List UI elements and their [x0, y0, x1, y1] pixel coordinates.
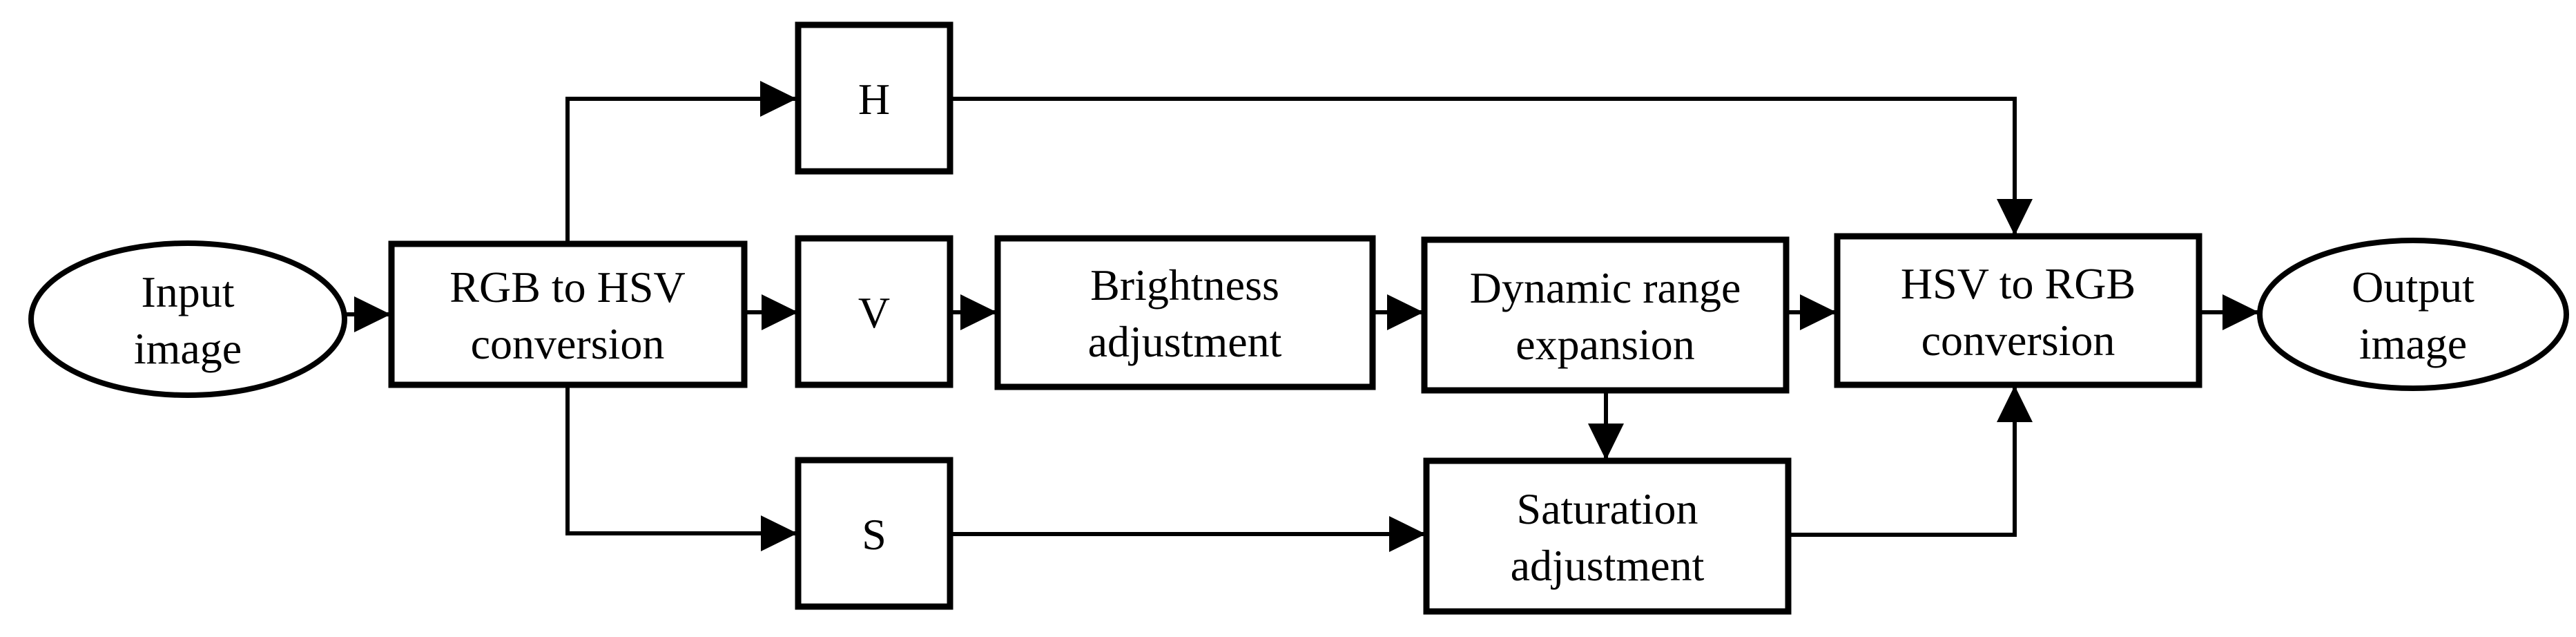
- dynamic-range-expansion-box: [1421, 236, 1790, 394]
- output-image-label-line2: image: [2359, 319, 2467, 368]
- h-channel-box: [795, 21, 953, 175]
- node-output-image: Output image: [2257, 238, 2569, 391]
- dynamic-range-expansion-label-line2: expansion: [1515, 320, 1695, 369]
- output-image-ellipse: [2257, 238, 2569, 391]
- brightness-adjustment-label-line2: adjustment: [1088, 317, 1282, 366]
- node-v-channel: V: [795, 235, 953, 388]
- brightness-adjustment-label-line1: Brightness: [1090, 260, 1279, 310]
- dynamic-range-expansion-label-line1: Dynamic range: [1470, 263, 1741, 312]
- node-s-channel: S: [795, 457, 953, 610]
- h-channel-label: H: [858, 75, 890, 124]
- rgb-to-hsv-label-line2: conversion: [471, 319, 665, 368]
- input-image-ellipse: [28, 240, 347, 398]
- edge-rgb2hsv-to-s: [565, 385, 797, 551]
- rgb-to-hsv-box: [388, 240, 748, 388]
- hsv-to-rgb-label-line2: conversion: [1921, 316, 2115, 365]
- s-channel-label: S: [862, 510, 887, 559]
- s-channel-box: [795, 457, 953, 610]
- saturation-adjustment-label-line2: adjustment: [1511, 541, 1705, 590]
- hsv-to-rgb-box: [1834, 233, 2202, 388]
- v-channel-box: [795, 235, 953, 388]
- brightness-adjustment-box: [994, 235, 1376, 390]
- v-channel-label: V: [858, 288, 890, 337]
- edge-layer: [345, 81, 2259, 552]
- edge-saturation-to-hsv2rgb: [1788, 386, 2033, 537]
- edge-h-to-hsv2rgb: [950, 97, 2033, 236]
- edge-rgb2hsv-to-h: [565, 81, 797, 244]
- node-input-image: Input image: [28, 240, 347, 398]
- input-image-label-line2: image: [134, 324, 242, 373]
- node-saturation-adjustment: Saturation adjustment: [1423, 457, 1792, 615]
- node-dynamic-range-expansion: Dynamic range expansion: [1421, 236, 1790, 394]
- saturation-adjustment-label-line1: Saturation: [1516, 484, 1698, 533]
- node-rgb-to-hsv-conversion: RGB to HSV conversion: [388, 240, 748, 388]
- node-h-channel: H: [795, 21, 953, 175]
- node-brightness-adjustment: Brightness adjustment: [994, 235, 1376, 390]
- hsv-to-rgb-label-line1: HSV to RGB: [1901, 259, 2136, 308]
- node-hsv-to-rgb-conversion: HSV to RGB conversion: [1834, 233, 2202, 388]
- output-image-label-line1: Output: [2352, 263, 2475, 312]
- rgb-to-hsv-label-line1: RGB to HSV: [449, 263, 685, 312]
- saturation-adjustment-box: [1423, 457, 1792, 615]
- input-image-label-line1: Input: [141, 267, 234, 316]
